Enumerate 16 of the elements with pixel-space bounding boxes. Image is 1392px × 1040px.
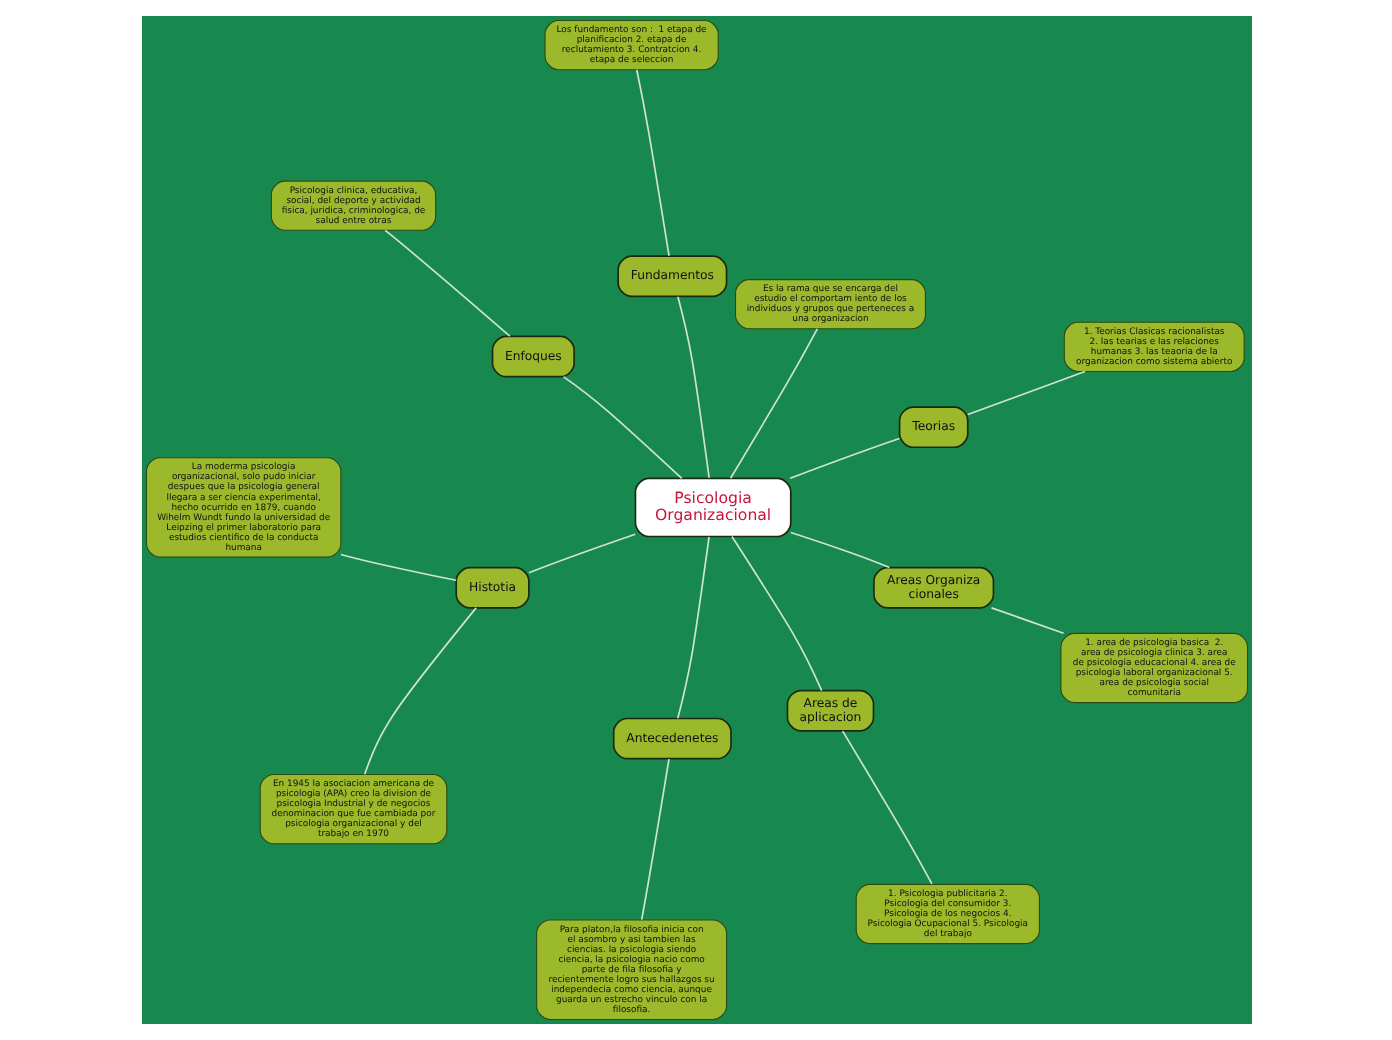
- connector: [561, 376, 682, 480]
- connector: [788, 437, 900, 480]
- connector: [362, 607, 476, 776]
- connector: [966, 370, 1085, 416]
- connector: [639, 758, 669, 921]
- connector: [675, 536, 709, 719]
- connector: [676, 295, 709, 479]
- connector: [989, 607, 1064, 635]
- connector: [728, 328, 818, 480]
- connector: [527, 533, 636, 574]
- connector: [840, 730, 932, 885]
- connector: [634, 68, 669, 257]
- connector: [339, 553, 456, 582]
- connector: [383, 229, 510, 338]
- connector: [788, 531, 890, 569]
- connector: [730, 535, 822, 692]
